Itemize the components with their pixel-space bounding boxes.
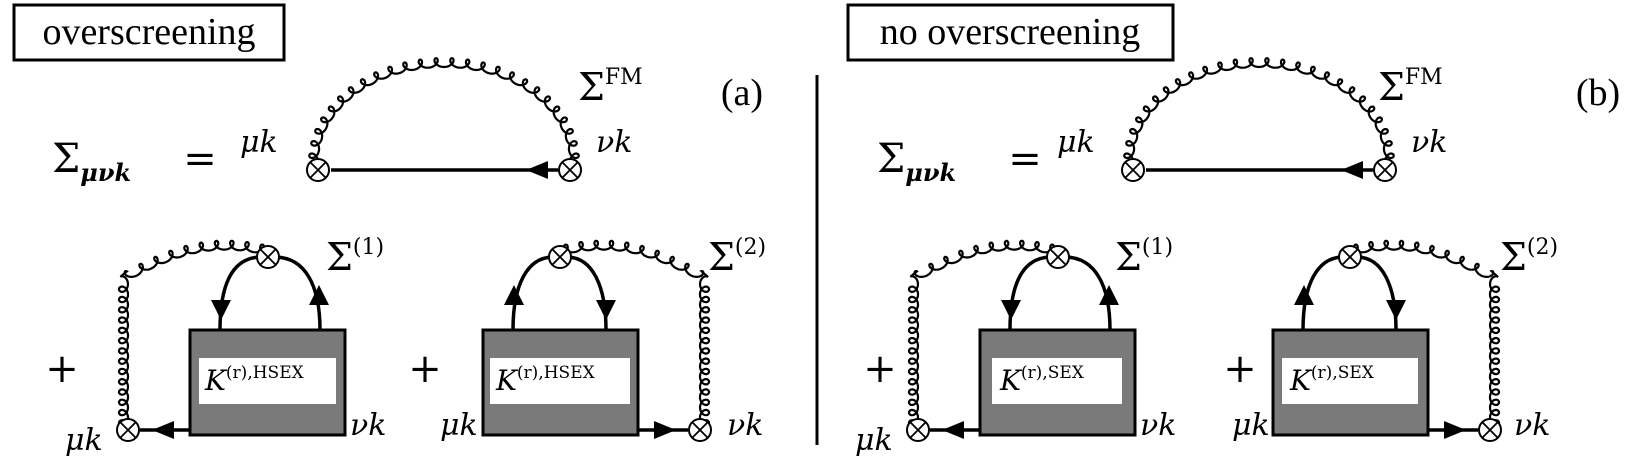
header-box-b [846,3,1175,62]
plus-sign-b1: + [863,346,897,392]
mu-k-label-b2: μk [1232,408,1270,443]
vertex-icon [1373,158,1397,182]
lhs-subscript-b: μνk [905,158,956,187]
lhs-sigma-a: Σμνk [52,136,131,187]
panel-a: overscreening (a) Σμνk = μk νk ΣFM + + K… [12,3,766,458]
kernel-label-bg-b1 [992,358,1122,404]
vertex-icon [906,418,930,442]
mu-k-label-a1: μk [65,423,103,458]
vertex-icon [256,245,280,269]
vertex-icon [1046,245,1070,269]
kernel-label-b1: K(r),SEX [999,363,1085,397]
plus-sign-a1: + [45,346,79,392]
nu-k-label-a2: νk [727,408,763,443]
loop-arrow-up-a2 [504,285,524,305]
wavy-line-b1 [907,239,1059,429]
wavy-line-a1 [117,239,269,429]
incoming-arrow-b1 [942,421,964,439]
sigma-fm-label-a: ΣFM [578,65,643,109]
panel-tag-a: (a) [721,72,763,114]
kernel-label-a1: K(r),HSEX [204,363,305,397]
vertex-icon [116,418,140,442]
mu-k-label-b1: μk [855,423,893,458]
fm-arrowhead-a [526,161,548,179]
nu-k-label-b: νk [1411,125,1447,160]
sigma-fm-label-b: ΣFM [1378,65,1443,109]
plus-sign-a2: + [408,346,442,392]
wavy-line-b2 [1349,239,1501,429]
vertex-icon [558,158,582,182]
kernel-label-bg-a2 [490,358,630,404]
loop-arrow-up-a1 [309,285,329,305]
vertex-icon [1121,158,1145,182]
loop-arrow-down-b2 [1386,300,1406,320]
vertex-icon [1478,418,1502,442]
equals-a: = [183,136,217,182]
nu-k-label-a: νk [596,125,632,160]
kernel-label-bg-b2 [1282,358,1418,404]
vertex-icon [548,245,572,269]
header-a: overscreening [42,11,255,53]
loop-arrow-down-a1 [211,300,231,320]
fm-wavy-line-a [308,57,580,163]
sigma2-label-b: Σ(2) [1500,235,1558,279]
loop-arrow-up-b2 [1294,285,1314,305]
kernel-label-a2: K(r),HSEX [495,363,596,397]
loop-arrow-down-b1 [1001,300,1021,320]
vertex-icon [1338,245,1362,269]
fm-arrowhead-b [1341,161,1363,179]
lhs-subscript-a: μνk [80,158,131,187]
plus-sign-b2: + [1223,346,1257,392]
outgoing-arrow-b2 [1444,421,1466,439]
loop-arrow-down-a2 [596,300,616,320]
nu-k-label-b1: νk [1140,408,1176,443]
wavy-line-a2 [559,239,711,429]
kernel-label-bg-a1 [199,358,336,404]
incoming-arrow-a1 [152,421,174,439]
mu-k-label-a2: μk [440,408,478,443]
lhs-sigma-b: Σμνk [877,136,956,187]
mu-k-label-a: μk [240,125,278,160]
loop-arrow-up-b1 [1099,285,1119,305]
nu-k-label-a1: νk [350,408,386,443]
vertex-icon [688,418,712,442]
panel-b: no overscreening (b) Σμνk = μk νk ΣFM + … [846,3,1620,458]
nu-k-label-b2: νk [1514,408,1550,443]
fm-wavy-line-b [1123,57,1395,163]
sigma1-label-a: Σ(1) [326,235,384,279]
header-b: no overscreening [880,11,1141,53]
sigma2-label-a: Σ(2) [708,235,766,279]
header-box-a [12,3,286,62]
vertex-icon [306,158,330,182]
outgoing-arrow-a2 [654,421,676,439]
mu-k-label-b: μk [1057,125,1095,160]
kernel-label-b2: K(r),SEX [1289,363,1375,397]
equals-b: = [1008,136,1042,182]
panel-tag-b: (b) [1576,72,1620,114]
sigma1-label-b: Σ(1) [1115,235,1173,279]
